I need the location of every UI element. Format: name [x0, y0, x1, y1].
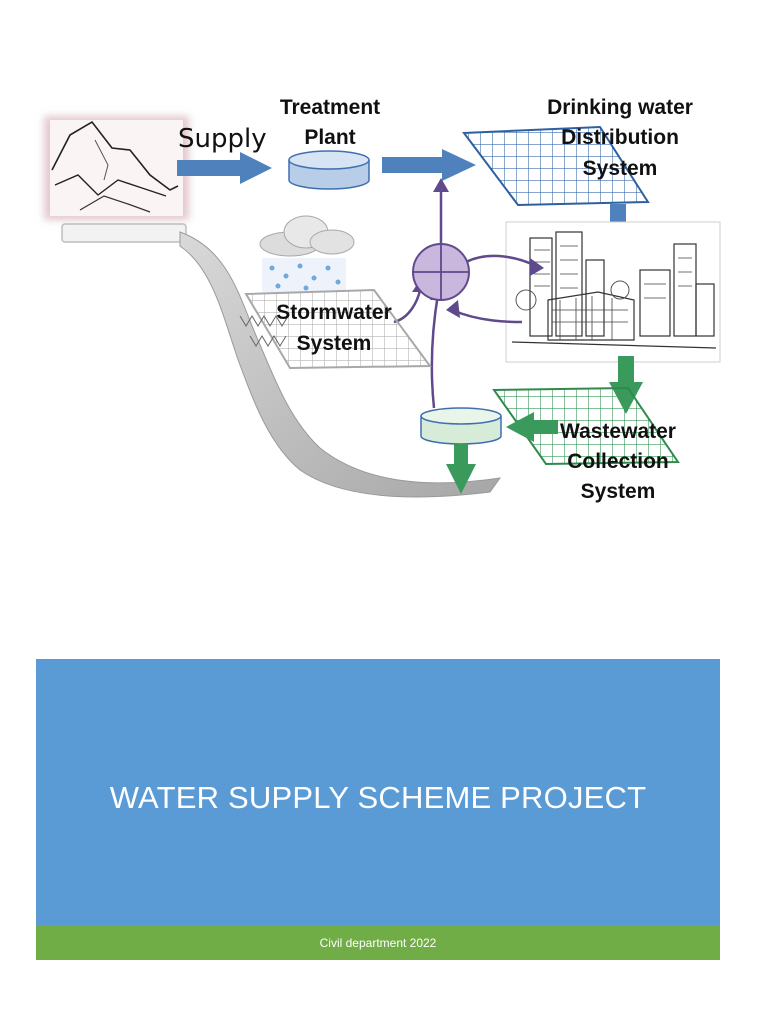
label-treatment-1: Treatment: [280, 96, 380, 119]
tank-to-river-arrow: [446, 444, 476, 494]
river: [61, 223, 502, 498]
label-storm-1: Stormwater: [276, 301, 392, 324]
stormwater-grid: [239, 288, 432, 370]
rain-cloud-icon: [259, 215, 355, 292]
junction-hub: [412, 243, 470, 301]
mountain-source: [44, 116, 189, 220]
label-storm-2: System: [297, 332, 372, 355]
wastewater-grid: [492, 386, 680, 466]
label-waste-2: Collection: [567, 450, 669, 473]
wastewater-to-tank-arrow: [506, 412, 558, 442]
city-illustration: [505, 221, 721, 363]
label-drinking-1: Drinking water: [547, 96, 693, 119]
label-drinking-3: System: [583, 157, 658, 180]
wastewater-treatment-tank: [420, 407, 502, 445]
cover-footer: Civil department 2022: [319, 935, 437, 950]
label-waste-1: Wastewater: [560, 420, 676, 443]
cover-footer-band: Civil department 2022: [36, 925, 720, 960]
water-cycle-diagram: Supply Treatment Plant Drinking water Di…: [44, 96, 721, 503]
treatment-to-distribution-arrow: [382, 149, 476, 181]
supply-arrow: [177, 152, 272, 184]
treatment-plant-tank: [288, 150, 370, 190]
label-drinking-2: Distribution: [561, 126, 679, 149]
cover-title: WATER SUPPLY SCHEME PROJECT: [109, 780, 647, 815]
label-supply: Supply: [178, 124, 267, 154]
cover-title-band: WATER SUPPLY SCHEME PROJECT: [36, 659, 720, 925]
distribution-grid: [462, 125, 650, 207]
label-waste-3: System: [581, 480, 656, 503]
label-treatment-2: Plant: [304, 126, 355, 149]
